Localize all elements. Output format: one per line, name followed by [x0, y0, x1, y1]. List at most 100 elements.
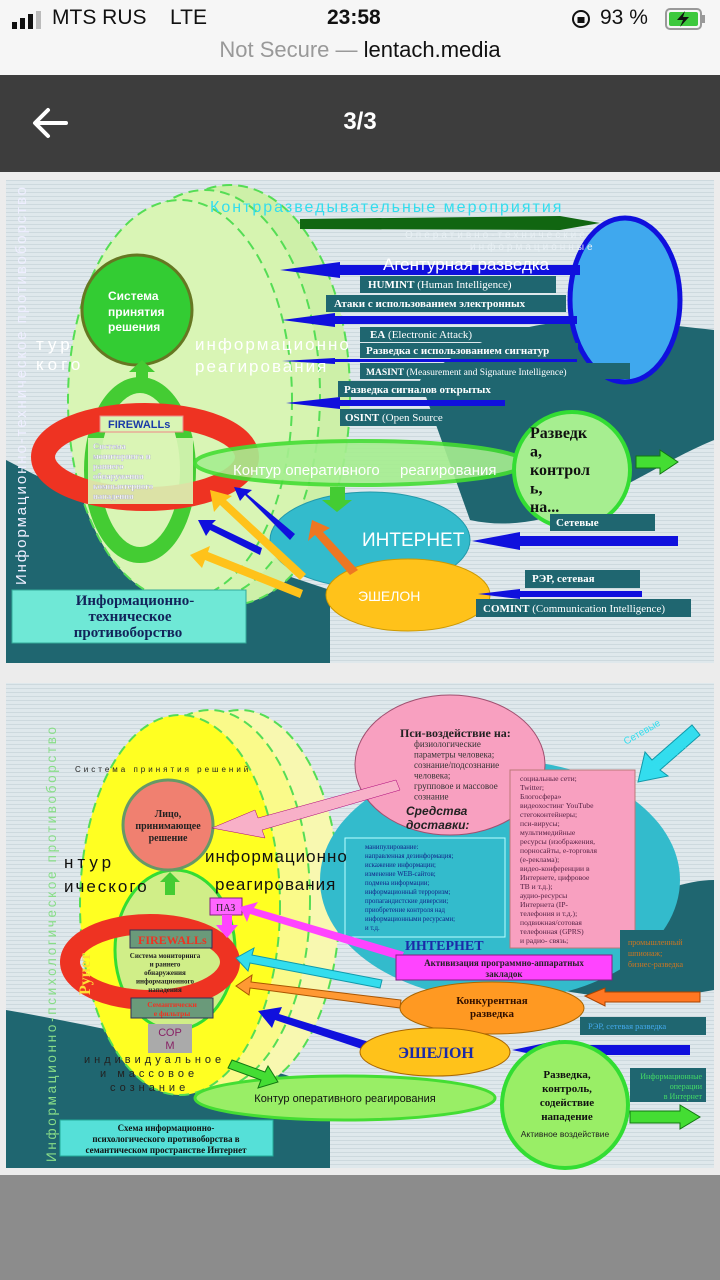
list-item: пси-вирусы;: [520, 819, 560, 828]
box-comint: COMINT (Communication Intelligence): [483, 603, 665, 615]
sorm-label: СОР: [158, 1027, 182, 1039]
orange-arrow: [308, 520, 358, 575]
blue-arrow: [280, 262, 580, 278]
battery-percent: 93 %: [600, 6, 648, 29]
monitoring-label: обнаружения: [144, 969, 186, 977]
pink-arrow: [211, 779, 401, 839]
psi-item: физиологические: [414, 739, 481, 749]
monitoring-label: обнаружения: [93, 471, 144, 481]
overlay-text: реагирования: [215, 875, 336, 894]
overlay-text: информационно: [205, 847, 348, 866]
address-bar[interactable]: Not Secure — lentach.media: [0, 37, 720, 63]
counterintelligence-title: Контрразведывательные мероприятия: [210, 199, 563, 216]
activation-label: Активизация программно-аппаратных: [424, 958, 584, 968]
info-ops-label: операции: [670, 1082, 703, 1091]
paz-label: ПАЗ: [216, 903, 235, 914]
overlay-text: информационно: [195, 335, 351, 354]
network-type: LTE: [170, 6, 207, 29]
decision-label: решения: [108, 320, 160, 334]
list-item: манипулирование:: [365, 844, 419, 851]
list-item: Twitter;: [520, 783, 544, 792]
monitoring-label: информационного: [136, 978, 195, 986]
box-masint: MASINT (Measurement and Signature Intell…: [366, 367, 567, 378]
list-item: видеохостинг YouTube: [520, 801, 594, 810]
slide-technical-confrontation[interactable]: Контрразведывательные мероприятия Операт…: [0, 180, 720, 665]
box-rer: РЭР, сетевая: [532, 573, 595, 585]
blue-arrow: [282, 313, 577, 327]
up-arrow: [129, 360, 155, 388]
decision-system-label: Система принятия решений: [75, 765, 251, 774]
cyan-arrow: [235, 946, 383, 989]
monitoring-label: Система: [93, 441, 126, 451]
blue-arrow: [478, 589, 642, 599]
decision-label: Система: [108, 289, 159, 303]
echelon-label: ЭШЕЛОН: [358, 588, 420, 604]
person-label: решение: [149, 833, 188, 844]
gallery-header: 3/3: [0, 75, 720, 172]
list-item: телефонная (GPRS): [520, 927, 584, 936]
green-arrow: [300, 216, 600, 230]
slide-psychological-confrontation[interactable]: Пси-воздействие на: физиологические пара…: [0, 683, 720, 1170]
semantic-filters-label: е фильтры: [154, 1009, 191, 1018]
overlay-text: ического: [64, 877, 149, 896]
box-osint: OSINT (Open Source: [345, 412, 443, 424]
contour-label-2: реагирования: [400, 462, 497, 479]
psi-title: Пси-воздействие на:: [400, 726, 511, 740]
semantic-filters-box: [130, 997, 214, 1019]
internet-label: ИНТЕРНЕТ: [405, 939, 484, 954]
espionage-label: промышленный: [628, 938, 683, 947]
list-item: изменение WEB-сайтов;: [365, 871, 436, 878]
box-humint: HUMINT (Human Intelligence): [368, 279, 512, 291]
yellow-arrow: [190, 546, 303, 598]
recon-label: контрол: [530, 462, 590, 479]
yellow-arrow: [210, 490, 306, 580]
list-item: (е-реклама);: [520, 855, 559, 864]
recon-label: нападение: [541, 1111, 593, 1123]
competitive-cloud: [399, 981, 585, 1035]
info-ops-label: в Интернет: [664, 1092, 703, 1101]
blue-arrow: [282, 358, 577, 364]
monitoring-label: Система мониторинга: [130, 952, 201, 960]
semantic-filters-label: Семантически: [147, 1000, 197, 1009]
orange-arrow: [583, 987, 701, 1007]
battery-charging-icon: [665, 8, 705, 30]
green-arrow: [227, 1059, 279, 1089]
blue-arrow: [258, 1007, 369, 1050]
rer-label: РЭР, сетевая разведка: [588, 1021, 666, 1031]
rer-box: [580, 1017, 706, 1035]
caption-line: техническое: [88, 609, 171, 625]
info-ops-box: [630, 1068, 706, 1102]
runet-label: Рунет: [77, 953, 94, 995]
page-counter: 3/3: [343, 108, 377, 135]
signal-icon: [12, 11, 41, 29]
delivery-list-box: [509, 769, 636, 949]
list-item: направленная дезинформация;: [365, 853, 454, 860]
box-signature: Разведка с использованием сигнатур: [366, 345, 549, 357]
contour-label: Контур оперативного реагирования: [254, 1093, 435, 1105]
caption-box: [59, 1119, 274, 1157]
list-item: ТВ и т.д.);: [520, 882, 553, 891]
subtitle-line: информационные: [470, 241, 596, 253]
magenta-arrow: [216, 915, 238, 938]
person-label: Лицо,: [155, 809, 182, 820]
psi-item: сознание: [414, 792, 449, 802]
caption-line: противоборство: [74, 625, 182, 641]
caption-line: психологического противоборства в: [92, 1134, 239, 1144]
activation-box: [395, 954, 613, 981]
psi-item: параметры человека;: [414, 750, 494, 760]
vertical-title: Информационно-психологическое противобор…: [44, 727, 59, 1162]
espionage-box: [620, 930, 706, 974]
orange-arrow: [235, 973, 402, 1009]
green-arrow: [629, 1104, 701, 1130]
subtitle-line: Оперативно-технические: [405, 230, 588, 241]
ops-box: [344, 837, 506, 938]
internet-label: ИНТЕРНЕТ: [362, 530, 465, 551]
sorm-label: М: [165, 1040, 174, 1052]
recon-label: Разведка,: [543, 1069, 591, 1081]
monitoring-label: мониторинга и: [93, 451, 151, 461]
back-arrow-icon[interactable]: [28, 101, 72, 145]
mass-consciousness-label: сознание: [110, 1082, 189, 1094]
list-item: пропагандистские диверсии;: [365, 898, 448, 905]
carrier: MTS RUS: [52, 6, 147, 29]
caption-line: Информационно-: [76, 593, 194, 609]
